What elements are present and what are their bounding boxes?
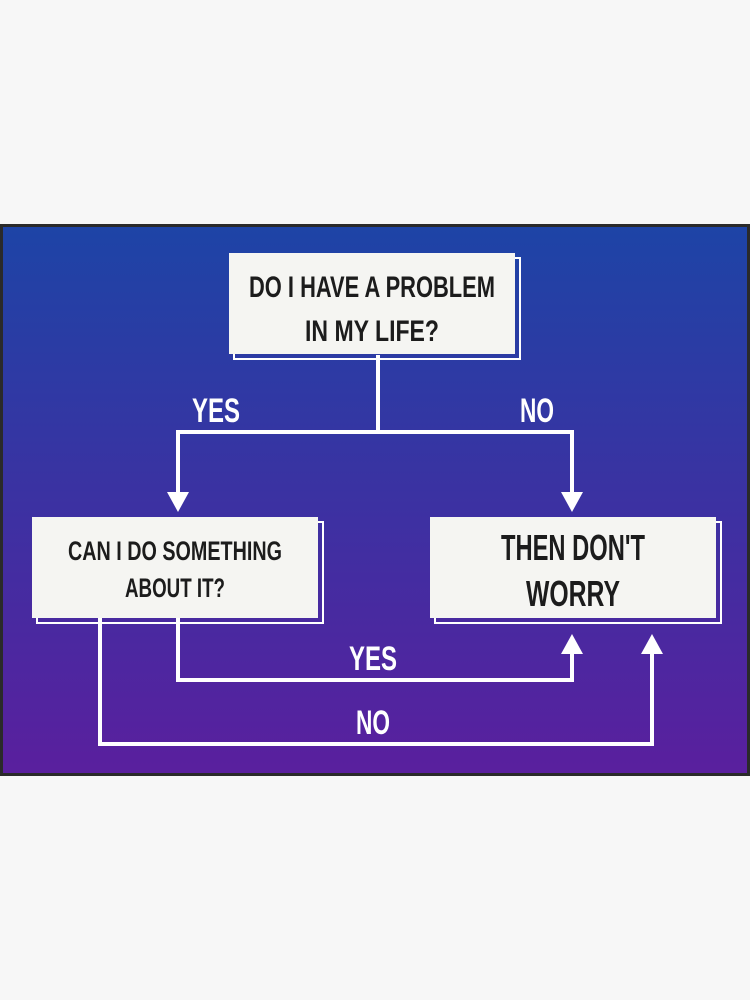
- node-result: [430, 517, 722, 624]
- edge-label-q2-yes: YES: [349, 640, 397, 678]
- node-question2: [32, 517, 324, 624]
- connector-q2-yes: [176, 618, 574, 682]
- edge-label-q2-no: NO: [356, 704, 390, 742]
- question1-line1: DO I HAVE A PROBLEM: [249, 271, 495, 304]
- connector-q1-split: [176, 355, 574, 496]
- result-line2: WORRY: [526, 573, 620, 614]
- edge-label-q1-no: NO: [520, 392, 554, 430]
- node-question1: [229, 253, 521, 360]
- arrowheads: [167, 492, 663, 654]
- connectors: [98, 355, 654, 746]
- question1-line2: IN MY LIFE?: [305, 315, 439, 348]
- question2-line2: ABOUT IT?: [125, 573, 225, 603]
- question2-line1: CAN I DO SOMETHING: [68, 536, 282, 566]
- arrow-down-icon: [561, 492, 583, 512]
- connector-q2-no: [98, 618, 654, 746]
- flowchart-poster: DO I HAVE A PROBLEM IN MY LIFE? CAN I DO…: [0, 224, 750, 776]
- edge-label-q1-yes: YES: [192, 392, 240, 430]
- arrow-up-icon: [561, 634, 583, 654]
- arrow-down-icon: [167, 492, 189, 512]
- result-line1: THEN DON'T: [501, 527, 645, 568]
- arrow-up-icon: [641, 634, 663, 654]
- poster-border: [0, 224, 750, 776]
